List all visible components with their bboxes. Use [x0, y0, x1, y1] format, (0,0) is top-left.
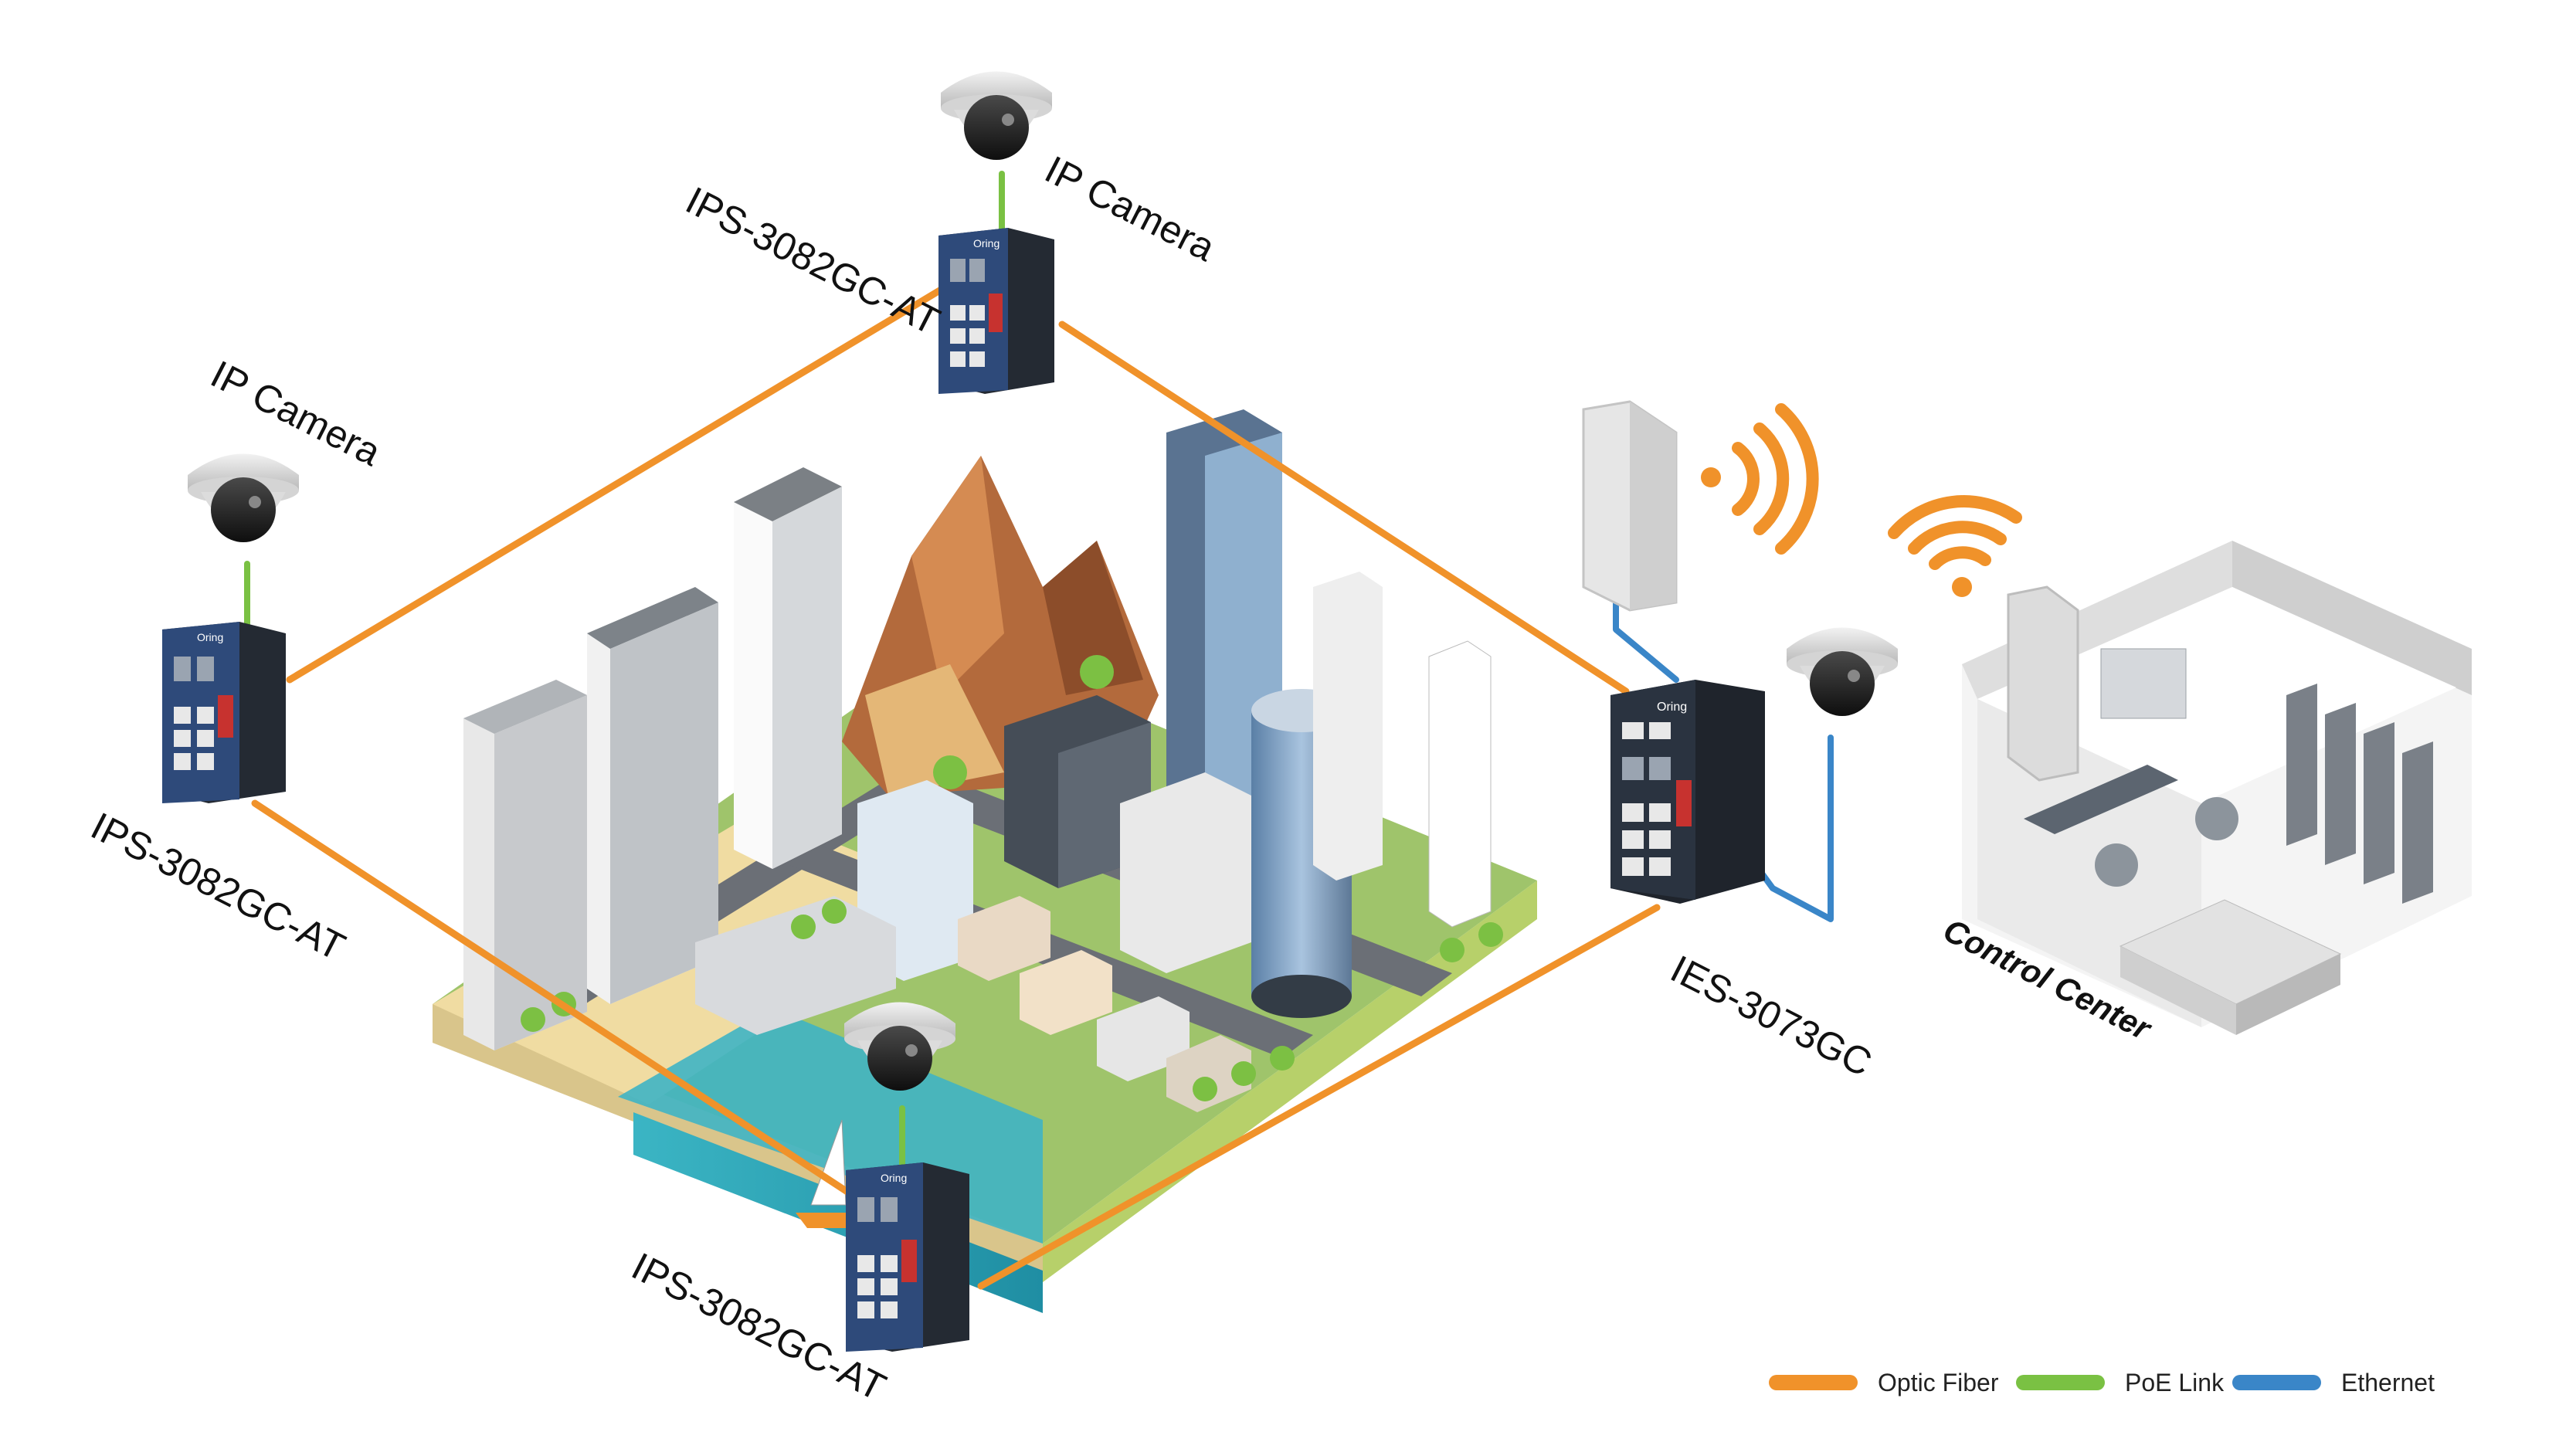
legend-label-ethernet: Ethernet: [2341, 1368, 2435, 1396]
city-illustration: [433, 409, 1537, 1313]
dome-camera-icon: [188, 453, 299, 542]
dome-camera-icon: [1787, 627, 1898, 716]
switch-brand: Oring: [973, 237, 1000, 249]
fiber-link-bottom-right: [977, 904, 1661, 1290]
legend-item-poe-link: PoE Link: [2016, 1359, 2224, 1406]
fiber-link-left-bottom: [251, 799, 854, 1197]
switch-brand: Oring: [1657, 701, 1687, 714]
legend-label-optic-fiber: Optic Fiber: [1878, 1368, 1999, 1396]
server-rack-icon: [2286, 684, 2433, 904]
legend-label-poe-link: PoE Link: [2125, 1368, 2225, 1396]
dome-camera-icon: [844, 1002, 955, 1091]
control-center-room: [1962, 541, 2472, 1035]
access-point-icon: [1582, 400, 1678, 612]
ethernet-swatch: [2232, 1375, 2321, 1390]
fiber-link-top-right: [1058, 321, 1630, 695]
legend-item-ethernet: Ethernet: [2232, 1359, 2435, 1406]
fiber-link-top-left: [286, 278, 958, 684]
switch-brand: Oring: [881, 1172, 907, 1184]
switch-right[interactable]: Oring: [1610, 680, 1765, 904]
optic-fiber-links: [251, 278, 1661, 1290]
switch-bottom[interactable]: Oring: [846, 1162, 969, 1352]
legend-item-optic-fiber: Optic Fiber: [1769, 1359, 1998, 1406]
dome-camera-icon: [941, 71, 1052, 160]
ethernet-link-ap: [1613, 592, 1679, 683]
switch-brand: Oring: [197, 631, 223, 643]
switch-left[interactable]: Oring: [162, 622, 286, 803]
wifi-signal-icon: [1888, 495, 2022, 597]
poe-link-swatch: [2016, 1375, 2105, 1390]
wifi-signal-icon: [1701, 403, 1819, 555]
optic-fiber-swatch: [1769, 1375, 1858, 1390]
switch-top[interactable]: Oring: [938, 228, 1054, 394]
legend: Optic Fiber PoE Link Ethernet: [1769, 1359, 2541, 1406]
